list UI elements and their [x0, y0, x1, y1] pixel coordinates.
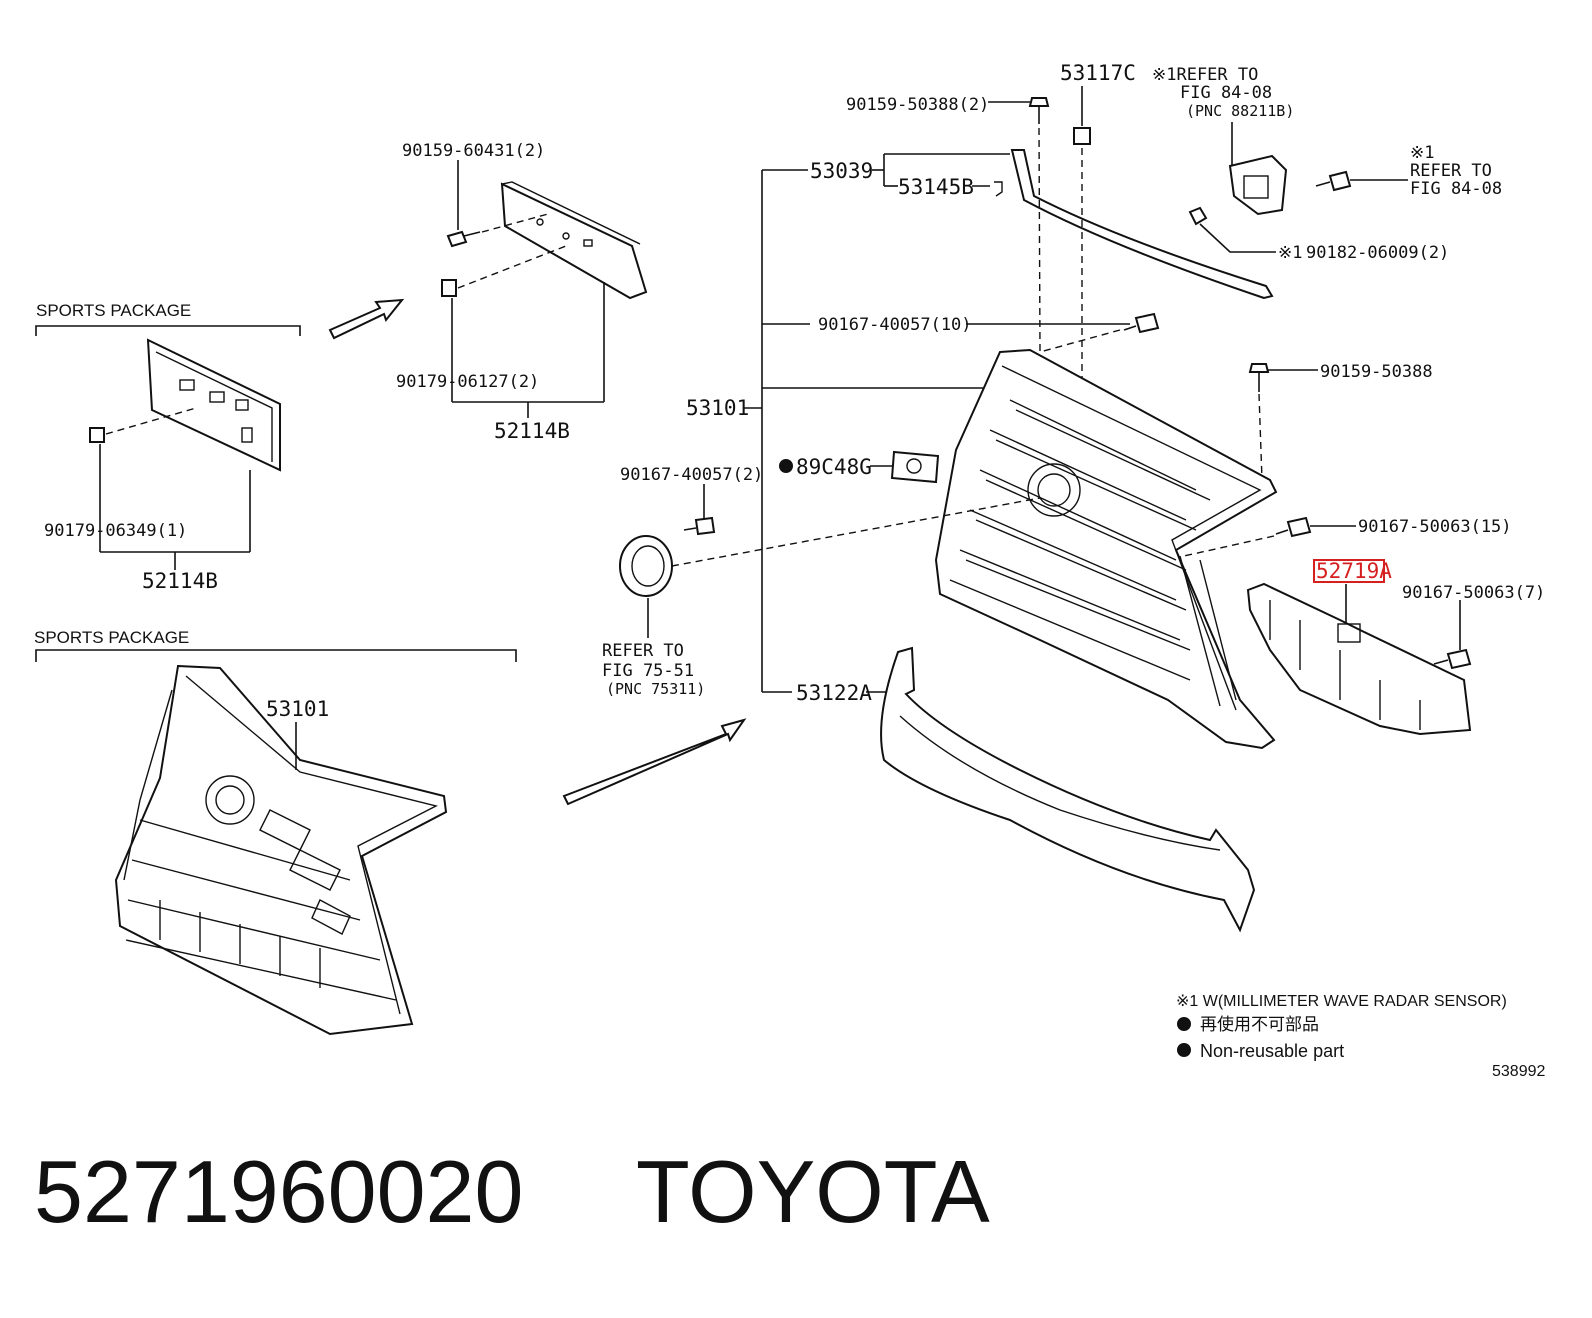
- label-53117c: 53117C: [1060, 61, 1136, 85]
- non-reusable-dot-icon: [779, 459, 793, 473]
- direction-arrow-2: [562, 718, 747, 806]
- label-52114b-top: 52114B: [494, 419, 570, 443]
- footer: 5271960020 TOYOTA: [34, 1142, 990, 1241]
- radar-cover: 89C48G: [779, 450, 940, 484]
- label-53122a: 53122A: [796, 681, 872, 705]
- upper-molding-shape: [1010, 149, 1274, 300]
- screw-icon-50063-15: [1275, 516, 1312, 538]
- label-53101-main: 53101: [686, 396, 749, 420]
- ref-7551-line2: FIG 75-51: [602, 661, 694, 681]
- ref-8408-a-line3: (PNC 88211B): [1186, 102, 1294, 120]
- license-plate-bracket-top: 90159-60431(2) 90179-06127(2) 52114B: [396, 141, 648, 443]
- label-90182-06009: 90182-06009(2): [1306, 243, 1449, 263]
- assembly-tree: 53101 53039 53145B 90167-40057(10) 53122…: [686, 153, 1130, 705]
- ref-7551-line3: (PNC 75311): [606, 680, 705, 698]
- label-90159-50388-2: 90159-50388(2): [846, 95, 989, 115]
- sports-package-bottom-bracket: [35, 649, 517, 662]
- sports-package-bottom-label: SPORTS PACKAGE: [34, 628, 189, 647]
- label-90167-50063-15: 90167-50063(15): [1358, 517, 1512, 537]
- clip-icon-2: [441, 279, 457, 297]
- grille-emblem-icon: [1027, 463, 1081, 517]
- legend-dot-icon-1: [1177, 1017, 1191, 1031]
- screw-icon-50388: [1248, 363, 1270, 392]
- figure-id: 538992: [1492, 1063, 1545, 1080]
- ref-7551-line1: REFER TO: [602, 641, 684, 661]
- sports-package-bottom: SPORTS PACKAGE: [34, 628, 517, 662]
- bolt-icon: [446, 230, 481, 248]
- main-grille-outline: [934, 348, 1278, 750]
- screw-icon-radar: [1315, 170, 1352, 192]
- label-90159-60431: 90159-60431(2): [402, 141, 545, 161]
- radar-sensor-shape: [1228, 154, 1288, 216]
- license-bracket-top-shape: [500, 182, 648, 300]
- ref-8408-b-mark: ※1: [1410, 143, 1434, 163]
- main-grille: [934, 348, 1278, 750]
- sports-grille: 53101: [114, 664, 448, 1036]
- license-plate-bracket-left: 90179-06349(1) 52114B: [44, 338, 281, 593]
- ref-8408-a-line1: ※1REFER TO: [1152, 65, 1258, 85]
- label-90179-06349: 90179-06349(1): [44, 521, 187, 541]
- legend: ※1 W(MILLIMETER WAVE RADAR SENSOR) 再使用不可…: [1176, 993, 1545, 1080]
- ref-8408-b-line1: REFER TO: [1410, 161, 1492, 181]
- clip-53117c-icon: [1073, 127, 1091, 145]
- sports-grille-outline: [114, 664, 448, 1036]
- label-90167-40057-2: 90167-40057(2): [620, 465, 763, 485]
- radar-sensor: ※1REFER TO FIG 84-08 (PNC 88211B) ※1 REF…: [1152, 65, 1502, 263]
- sports-package-top-label: SPORTS PACKAGE: [36, 301, 191, 320]
- label-90167-50063-7: 90167-50063(7): [1402, 583, 1545, 603]
- label-53039: 53039: [810, 159, 873, 183]
- legend-note-2: 再使用不可部品: [1200, 1014, 1319, 1034]
- label-90159-50388: 90159-50388: [1320, 362, 1433, 382]
- bracket-52719a: 52719A: [1246, 559, 1472, 736]
- sports-package-top-bracket: [35, 325, 301, 336]
- license-bracket-left-shape: [146, 338, 281, 472]
- label-90182-mark: ※1: [1278, 243, 1302, 263]
- screw-icon-40057-10: [1123, 312, 1160, 334]
- legend-note-1: ※1 W(MILLIMETER WAVE RADAR SENSOR): [1176, 993, 1507, 1010]
- lower-molding: [880, 646, 1256, 933]
- clip-icon: [89, 427, 105, 443]
- label-90167-40057-10: 90167-40057(10): [818, 315, 972, 335]
- label-52719a: 52719A: [1316, 559, 1392, 583]
- footer-part-number: 5271960020: [34, 1142, 523, 1241]
- lower-molding-shape: [880, 646, 1256, 933]
- ref-8408-a-line2: FIG 84-08: [1180, 83, 1272, 103]
- ref-8408-b-line2: FIG 84-08: [1410, 179, 1502, 199]
- label-89c48g: 89C48G: [796, 455, 872, 479]
- screw-icon-40057-2: [683, 516, 716, 536]
- screw-icon-50063-7: [1433, 648, 1472, 670]
- radar-cover-shape: [890, 450, 940, 484]
- highlight-box: [1313, 559, 1385, 583]
- label-53145b: 53145B: [898, 175, 974, 199]
- emblem-75-51: 90167-40057(2) REFER TO FIG 75-51 (PNC 7…: [602, 465, 1041, 698]
- upper-molding: 90159-50388(2) 53117C: [846, 61, 1274, 430]
- label-52114b-left: 52114B: [142, 569, 218, 593]
- footer-brand: TOYOTA: [636, 1142, 990, 1241]
- legend-dot-icon-2: [1177, 1043, 1191, 1057]
- label-90179-06127: 90179-06127(2): [396, 372, 539, 392]
- emblem-icon: [205, 775, 255, 825]
- nut-icon: [1188, 206, 1208, 226]
- clip-53145b-icon: [994, 181, 1003, 197]
- sports-package-top: SPORTS PACKAGE: [35, 301, 301, 336]
- screw-icon-top: [1028, 97, 1050, 124]
- legend-note-3: Non-reusable part: [1200, 1041, 1344, 1061]
- bracket-52719a-shape: [1246, 582, 1472, 736]
- direction-arrow-1: [328, 298, 405, 340]
- label-53101-sports: 53101: [266, 697, 329, 721]
